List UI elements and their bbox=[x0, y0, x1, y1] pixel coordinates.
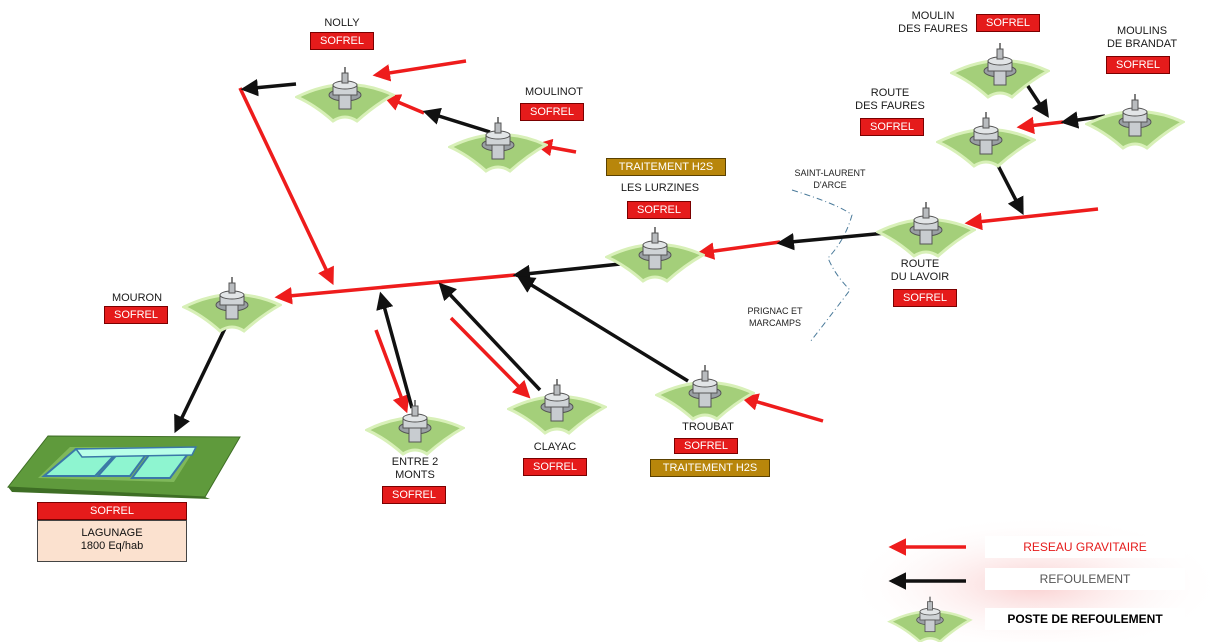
moulins-de-brandat-label-1: MOULINS bbox=[1116, 25, 1168, 37]
troubat-h2s-badge: TRAITEMENT H2S bbox=[650, 459, 770, 477]
nolly-label: NOLLY bbox=[324, 17, 360, 29]
moulins-de-brandat-sofrel-badge: SOFREL bbox=[1106, 56, 1170, 74]
moulinot-label: MOULINOT bbox=[524, 86, 584, 98]
route-des-faures-sofrel-badge: SOFREL bbox=[860, 118, 924, 136]
lagunage-box: LAGUNAGE 1800 Eq/hab bbox=[37, 520, 187, 562]
pressure-line-brandat bbox=[1060, 111, 1106, 129]
commune-prignac-2: MARCAMPS bbox=[748, 318, 801, 328]
les-lurzines-h2s-badge: TRAITEMENT H2S bbox=[606, 158, 726, 176]
gravity-line-main-mouron bbox=[274, 273, 516, 305]
lagunage-basin bbox=[7, 435, 241, 499]
legend-gravity-label: RESEAU GRAVITAIRE bbox=[985, 536, 1185, 558]
route-des-faures-label-1: ROUTE bbox=[870, 87, 910, 99]
gravity-line-clayac bbox=[449, 316, 531, 399]
les-lurzines-sofrel-badge: SOFREL bbox=[627, 201, 691, 219]
legend-station-label: POSTE DE REFOULEMENT bbox=[985, 608, 1185, 630]
legend-pressure-label: REFOULEMENT bbox=[985, 568, 1185, 590]
gravity-line-nolly bbox=[372, 59, 467, 82]
moulinot-sofrel-badge: SOFREL bbox=[520, 103, 584, 121]
pressure-line-clayac bbox=[438, 282, 542, 392]
gravity-line-lurzines bbox=[696, 240, 781, 260]
station-moulin-des-faures bbox=[950, 41, 1050, 99]
route-du-lavoir-label-1: ROUTE bbox=[900, 258, 940, 270]
les-lurzines-label: LES LURZINES bbox=[620, 182, 700, 194]
station-les-lurzines bbox=[605, 225, 705, 283]
nolly-sofrel-badge: SOFREL bbox=[310, 32, 374, 50]
commune-boundary bbox=[791, 189, 853, 343]
gravity-line-moulinot-nolly bbox=[382, 94, 425, 115]
lagunage-title: LAGUNAGE bbox=[81, 527, 143, 539]
station-moulins-de-brandat bbox=[1085, 92, 1185, 150]
entre-2-monts-sofrel-badge: SOFREL bbox=[382, 486, 446, 504]
pressure-line-nolly bbox=[240, 78, 297, 97]
clayac-sofrel-badge: SOFREL bbox=[523, 458, 587, 476]
gravity-network bbox=[238, 59, 1099, 556]
lagunage-sofrel-badge: SOFREL bbox=[37, 502, 187, 520]
gravity-line-entre-2-monts bbox=[374, 329, 410, 414]
entre-2-monts-label-1: ENTRE 2 bbox=[391, 456, 439, 468]
pressure-line-mouron bbox=[174, 321, 230, 434]
mouron-label: MOURON bbox=[111, 292, 163, 304]
moulin-des-faures-sofrel-badge: SOFREL bbox=[976, 14, 1040, 32]
moulins-de-brandat-label-2: DE BRANDAT bbox=[1106, 38, 1178, 50]
station-route-du-lavoir bbox=[876, 200, 976, 258]
route-du-lavoir-label-2: DU LAVOIR bbox=[890, 271, 950, 283]
commune-saint-laurent-2: D'ARCE bbox=[813, 180, 847, 190]
gravity-line-nolly-main bbox=[238, 87, 334, 286]
route-des-faures-label-2: DES FAURES bbox=[855, 100, 925, 112]
pressure-line-entre-2-monts bbox=[376, 291, 414, 409]
station-troubat bbox=[655, 363, 755, 421]
station-route-des-faures bbox=[936, 110, 1036, 168]
gravity-line-troubat bbox=[740, 393, 824, 423]
troubat-label: TROUBAT bbox=[682, 421, 734, 433]
pressure-line-moulinot bbox=[422, 107, 491, 134]
clayac-label: CLAYAC bbox=[533, 441, 577, 453]
station-mouron bbox=[182, 275, 282, 333]
troubat-sofrel-badge: SOFREL bbox=[674, 438, 738, 454]
lagunage-capacity: 1800 Eq/hab bbox=[80, 540, 144, 552]
pressure-network bbox=[174, 70, 1106, 590]
gravity-line-route-faures bbox=[1016, 116, 1064, 135]
commune-prignac-1: PRIGNAC ET bbox=[747, 306, 803, 316]
moulin-des-faures-label-2: DES FAURES bbox=[898, 23, 968, 35]
pressure-line-troubat bbox=[517, 276, 689, 383]
moulin-des-faures-label-1: MOULIN bbox=[911, 10, 955, 22]
entre-2-monts-label-2: MONTS bbox=[395, 469, 435, 481]
commune-saint-laurent-1: SAINT-LAURENT bbox=[794, 168, 866, 178]
route-du-lavoir-sofrel-badge: SOFREL bbox=[893, 289, 957, 307]
gravity-line-lavoir bbox=[964, 207, 1099, 231]
pressure-line-lurzines bbox=[512, 262, 621, 283]
station-clayac bbox=[507, 377, 607, 435]
pressure-line-lavoir bbox=[776, 230, 898, 251]
station-entre-2-monts bbox=[365, 398, 465, 456]
mouron-sofrel-badge: SOFREL bbox=[104, 306, 168, 324]
